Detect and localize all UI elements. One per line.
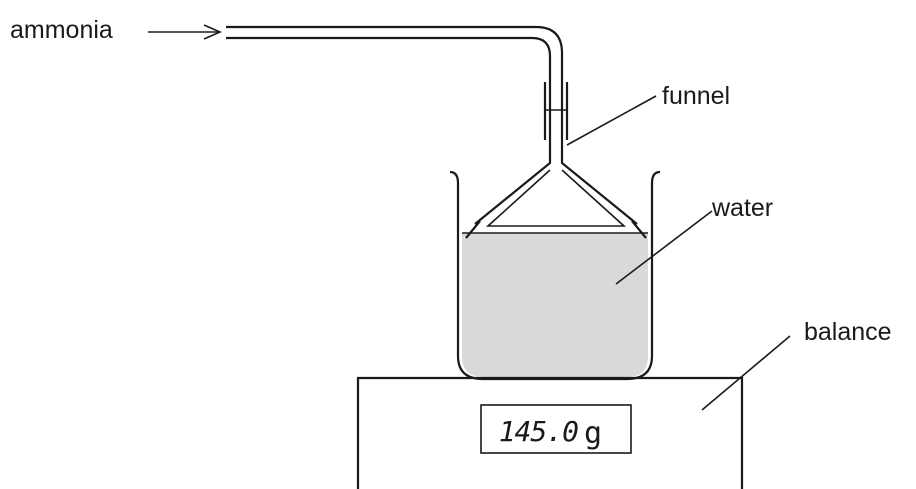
water-body	[462, 233, 648, 377]
gas-flow-arrow	[148, 24, 222, 40]
funnel-leader-line	[566, 95, 657, 146]
delivery-tube	[226, 25, 564, 148]
water-label: water	[711, 194, 773, 222]
funnel	[465, 148, 647, 239]
tube-connector	[543, 82, 569, 140]
water-leader-line	[615, 210, 713, 285]
display-reading: 145.0	[499, 415, 578, 448]
balance	[356, 376, 744, 489]
funnel-label: funnel	[662, 82, 730, 110]
balance-label: balance	[804, 318, 892, 346]
balance-leader-line	[701, 335, 791, 411]
ammonia-label: ammonia	[10, 16, 113, 44]
display-unit: g	[584, 416, 602, 451]
balance-display: 145.0 g	[480, 404, 632, 454]
